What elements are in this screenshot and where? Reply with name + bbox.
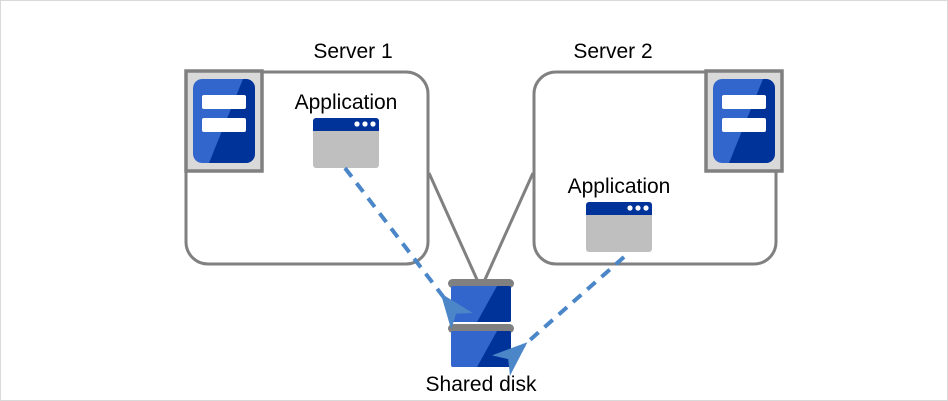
server-2-label: Server 2 xyxy=(573,40,652,63)
server-icon-bar-1 xyxy=(202,95,246,109)
dashed-arrow-server2-app-to-disk xyxy=(492,255,626,376)
application-window-icon xyxy=(586,202,652,252)
server-icon-bar-2 xyxy=(722,118,766,132)
server-icon-bar-1 xyxy=(722,95,766,109)
server-icon xyxy=(704,69,784,173)
server-1-label: Server 1 xyxy=(313,40,392,63)
application-window-icon xyxy=(313,118,379,168)
server-1-group[interactable]: Server 1 Application xyxy=(184,40,430,266)
server-icon-bar-2 xyxy=(202,118,246,132)
connector-server1-to-disk xyxy=(427,172,481,285)
server-1-application-label: Application xyxy=(295,91,398,114)
connector-server2-to-disk xyxy=(481,172,535,285)
server-2-application-label: Application xyxy=(568,175,671,198)
shared-disk-label: Shared disk xyxy=(426,373,537,396)
dashed-arrow-server1-app-to-disk xyxy=(343,166,473,330)
server-2-group[interactable]: Server 2 Application xyxy=(532,40,784,266)
disk-platter-1-bar xyxy=(448,279,514,288)
server-icon xyxy=(184,69,264,173)
